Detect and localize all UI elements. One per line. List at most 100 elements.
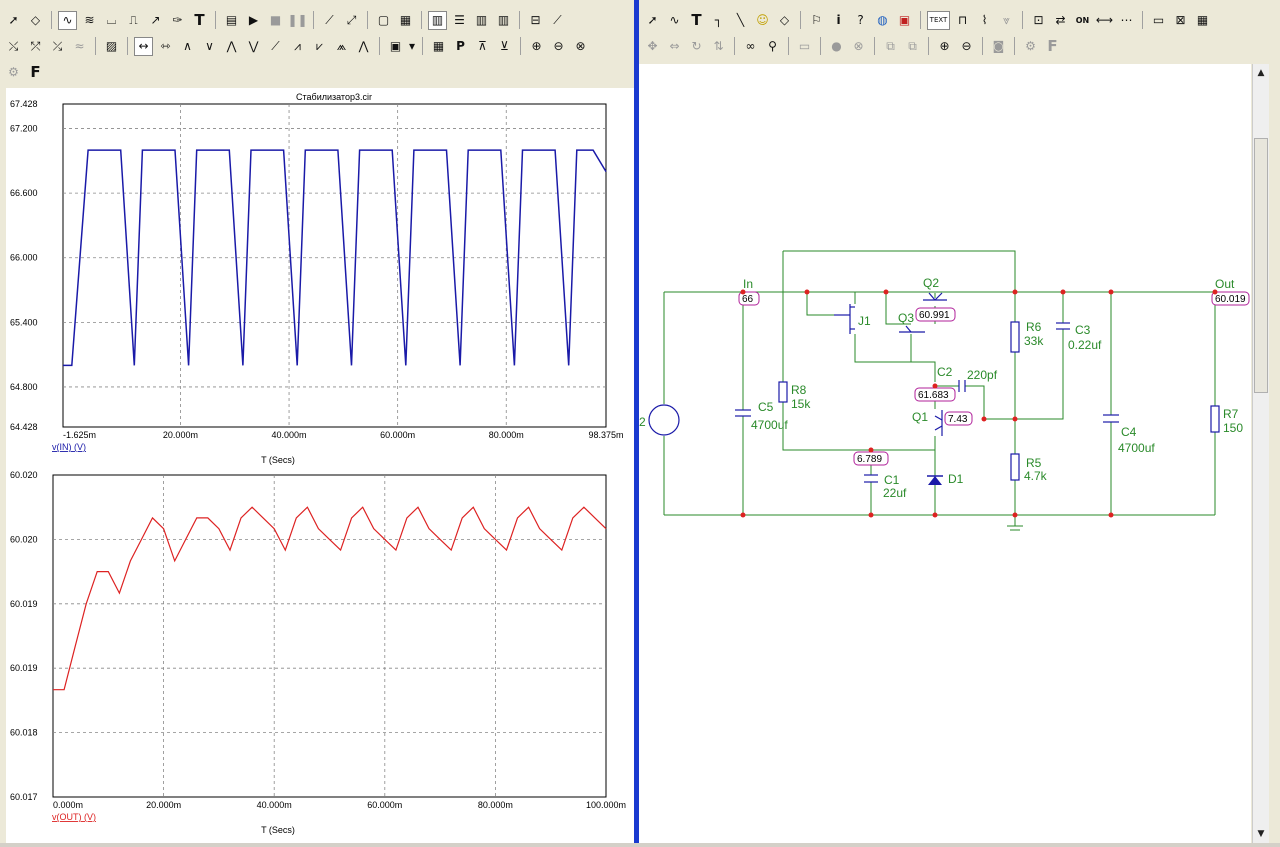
bars-d-icon[interactable]: ▥	[497, 13, 510, 27]
scroll-down-icon[interactable]: ▼	[1257, 829, 1265, 839]
window-divider[interactable]	[634, 0, 639, 843]
zoom-out-icon[interactable]: ⊖	[961, 39, 972, 53]
node-icon[interactable]: ⌇	[981, 13, 988, 27]
text-icon[interactable]: T	[194, 11, 205, 29]
down-icon[interactable]: ⩔	[1003, 12, 1010, 27]
grid-icon[interactable]: ▦	[1196, 13, 1209, 27]
zoom-out-icon[interactable]: ⊖	[553, 39, 564, 53]
bottom-y-tick: 60.019	[10, 599, 38, 609]
min-icon[interactable]: ⩗	[316, 38, 323, 53]
wave-icon[interactable]: ≋	[84, 13, 95, 27]
valley-icon[interactable]: ∨	[205, 39, 214, 53]
info-icon[interactable]: i	[836, 13, 841, 27]
font-icon[interactable]: F	[30, 63, 41, 81]
grid-b-icon[interactable]: ▦	[399, 13, 412, 27]
wave-a-icon[interactable]: ⤯	[8, 38, 19, 53]
close-icon[interactable]: ⊠	[1175, 13, 1186, 27]
text-icon[interactable]: T	[691, 11, 702, 29]
bars-e-icon[interactable]: ⊟	[530, 13, 541, 27]
mirror-icon[interactable]: ⇔	[669, 39, 680, 53]
font-icon[interactable]: F	[1047, 37, 1058, 55]
vertical-scrollbar[interactable]: ▲ ▼	[1252, 64, 1269, 843]
stop-icon[interactable]: ■	[269, 13, 282, 27]
dotted-icon[interactable]: ⋯	[1120, 13, 1133, 27]
bars-b-icon[interactable]: ☰	[454, 13, 465, 27]
peak-icon[interactable]: ∧	[183, 39, 192, 53]
properties-icon[interactable]: ▤	[225, 13, 238, 27]
diagonal-icon[interactable]: ╲	[736, 13, 745, 27]
grid-a-icon[interactable]: ▢	[377, 13, 390, 27]
edit2-icon[interactable]: ✑	[172, 13, 183, 27]
stop-icon[interactable]: ●	[831, 39, 842, 53]
wave-b-icon[interactable]: ⤱	[30, 38, 41, 53]
gear-icon[interactable]: ⚙	[8, 65, 19, 79]
globe-icon[interactable]: ◍	[877, 13, 888, 27]
cursor-a-icon[interactable]: ↔	[134, 36, 153, 56]
part-icon[interactable]: ⊡	[1033, 13, 1044, 27]
inflect-icon[interactable]: ⟋	[271, 38, 280, 53]
scope-icon[interactable]: ▭	[798, 39, 811, 53]
wire-icon[interactable]: ┐	[714, 13, 723, 27]
binoculars-icon[interactable]: ∞	[745, 39, 756, 53]
zoom-fit-icon[interactable]: ⊗	[575, 39, 586, 53]
camera-icon[interactable]: ◙	[992, 39, 1005, 53]
gear-icon[interactable]: ⚙	[1025, 39, 1036, 53]
shapes-icon[interactable]: ◇	[779, 13, 790, 27]
switch-icon[interactable]: ⇄	[1055, 13, 1066, 27]
wave-d-icon[interactable]: ≈	[74, 39, 85, 53]
print-icon[interactable]: ▣	[389, 39, 402, 53]
dropdown-icon[interactable]: ▾	[408, 39, 416, 53]
pin-icon[interactable]: ⊓	[957, 13, 968, 27]
scroll-thumb[interactable]	[1254, 138, 1268, 393]
flip-icon[interactable]: ⇅	[713, 39, 724, 53]
rotate-icon[interactable]: ↻	[691, 39, 702, 53]
cancel-icon[interactable]: ⊗	[853, 39, 864, 53]
cursor-line-icon[interactable]: ⟋	[553, 12, 562, 27]
zoom-in-icon[interactable]: ⊕	[531, 39, 542, 53]
chart-icon[interactable]: ▨	[105, 39, 118, 53]
paste-icon[interactable]: ⧉	[908, 38, 917, 53]
shapes-icon[interactable]: ◇	[30, 13, 41, 27]
low-icon[interactable]: ⋁	[248, 39, 259, 53]
bulb-icon[interactable]: ☺	[756, 13, 769, 27]
sum-icon[interactable]: ⋀	[358, 39, 369, 53]
tag-a-icon[interactable]: ⊼	[478, 39, 487, 53]
cursor-b-icon[interactable]: ⇿	[160, 39, 171, 53]
wave-c-icon[interactable]: ⤰	[52, 38, 63, 53]
copy-icon[interactable]: ⧉	[886, 38, 895, 53]
box-icon[interactable]: ▭	[1152, 13, 1165, 27]
signal-icon[interactable]: ⎍	[129, 12, 138, 27]
zoom-in-icon[interactable]: ⊕	[939, 39, 950, 53]
high-icon[interactable]: ⋀	[226, 39, 237, 53]
find-icon[interactable]: ⚲	[768, 39, 777, 53]
on-icon[interactable]: ON	[1075, 15, 1090, 25]
cut-icon[interactable]: ⌴	[106, 12, 117, 27]
edit-icon[interactable]: ↗	[150, 13, 161, 27]
flag-icon[interactable]: ⚐	[811, 13, 822, 27]
slope-icon[interactable]: ⩘	[294, 38, 301, 53]
line-icon[interactable]: ⟷	[1095, 13, 1114, 27]
cursor-icon[interactable]: ➚	[8, 13, 19, 27]
wave-icon[interactable]: ∿	[669, 13, 680, 27]
bars-a-icon[interactable]: ▥	[428, 10, 447, 30]
scroll-up-icon[interactable]: ▲	[1257, 68, 1265, 78]
diag-b-icon[interactable]: ⤢	[346, 12, 357, 27]
probe-tags: 66 60.019 60.991 61.683 7.43 6.789	[738, 291, 1250, 466]
diag-a-icon[interactable]: ⟋	[325, 12, 334, 27]
help-icon[interactable]: ?	[857, 13, 864, 27]
max-icon[interactable]: ⩕	[336, 38, 347, 53]
line-icon[interactable]: ∿	[58, 10, 77, 30]
probe-out: 60.019	[1215, 294, 1246, 305]
tag-b-icon[interactable]: ⊻	[500, 39, 509, 53]
text-tag-icon[interactable]: TEXT	[927, 10, 950, 30]
pause-icon[interactable]: ❚❚	[287, 13, 308, 27]
top-x-axis-label: T (Secs)	[261, 455, 295, 465]
component-icon[interactable]: ▣	[898, 13, 911, 27]
cursor-icon[interactable]: ➚	[647, 13, 658, 27]
run-icon[interactable]: ▶	[248, 13, 259, 27]
p-icon[interactable]: P	[456, 39, 465, 53]
schematic-canvas[interactable]: In Out 2 C5 4700uf R8 15k J1 Q3 Q2 Q1 C2…	[639, 64, 1251, 843]
table-icon[interactable]: ▦	[432, 39, 445, 53]
bars-c-icon[interactable]: ▥	[475, 13, 488, 27]
move-icon[interactable]: ✥	[647, 39, 658, 53]
